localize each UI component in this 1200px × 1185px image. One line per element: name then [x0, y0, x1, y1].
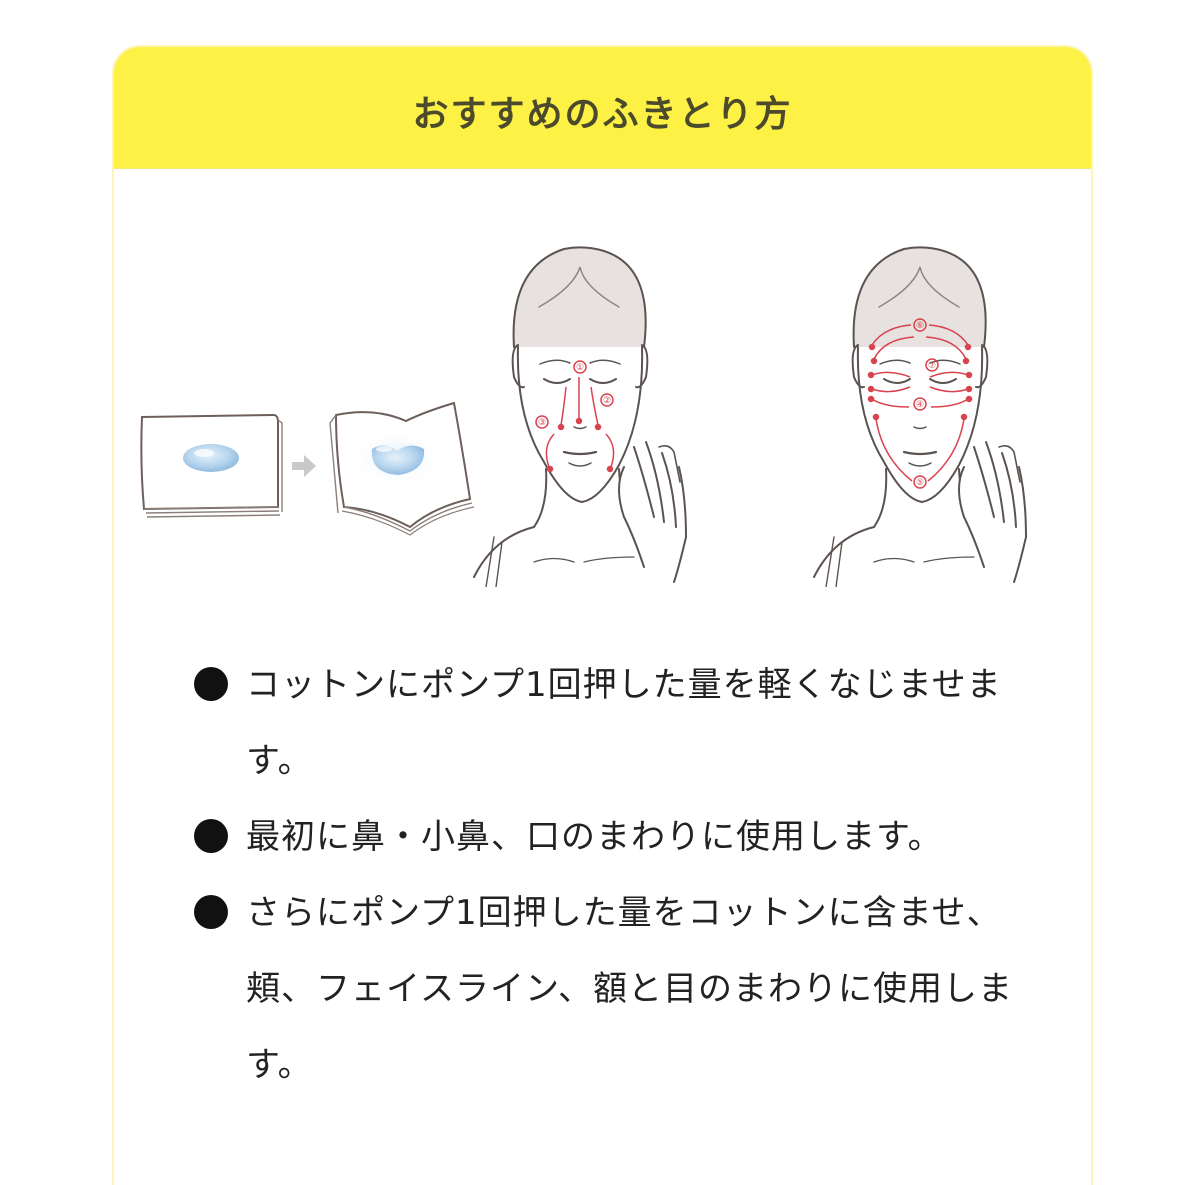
svg-text:⑤: ⑤ — [916, 478, 924, 488]
instruction-text: さらにポンプ1回押した量をコットンに含ませ、頬、フェイスライン、額と目のまわりに… — [246, 893, 1013, 1085]
svg-text:④: ④ — [916, 400, 924, 410]
face-illustration-steps-4-7 — [813, 246, 1028, 587]
bullet-icon — [194, 819, 228, 853]
wiping-method-card: おすすめのふきとり方 — [112, 45, 1093, 1185]
svg-text:③: ③ — [538, 418, 546, 428]
instruction-item: さらにポンプ1回押した量をコットンに含ませ、頬、フェイスライン、額と目のまわりに… — [194, 875, 1014, 1103]
face-illustration-steps-1-3 — [473, 246, 688, 587]
cotton-pad-folded-icon — [329, 401, 475, 536]
instruction-text: 最初に鼻・小鼻、口のまわりに使用します。 — [246, 817, 943, 857]
bullet-icon — [194, 895, 228, 929]
card-header: おすすめのふきとり方 — [114, 47, 1091, 169]
card-title: おすすめのふきとり方 — [412, 93, 793, 135]
face-2-step-markers — [867, 318, 973, 489]
svg-text:⑥: ⑥ — [916, 321, 924, 331]
face-1-marker-labels: ① ② ③ — [538, 363, 611, 428]
svg-text:⑦: ⑦ — [928, 361, 936, 371]
instruction-list: コットンにポンプ1回押した量を軽くなじませます。 最初に鼻・小鼻、口のまわりに使… — [194, 647, 1014, 1103]
instruction-item: 最初に鼻・小鼻、口のまわりに使用します。 — [194, 799, 1014, 875]
instruction-text: コットンにポンプ1回押した量を軽くなじませます。 — [246, 665, 1002, 781]
face-2-marker-labels: ④ ⑤ ⑥ ⑦ — [916, 321, 936, 488]
cotton-pad-flat-icon — [140, 413, 283, 518]
illustration-area: ① ② ③ — [114, 237, 1091, 587]
arrow-right-icon — [292, 455, 316, 477]
svg-text:②: ② — [603, 396, 611, 406]
face-1-step-markers — [535, 360, 615, 473]
svg-text:①: ① — [576, 363, 584, 373]
bullet-icon — [194, 667, 228, 701]
instruction-item: コットンにポンプ1回押した量を軽くなじませます。 — [194, 647, 1014, 799]
